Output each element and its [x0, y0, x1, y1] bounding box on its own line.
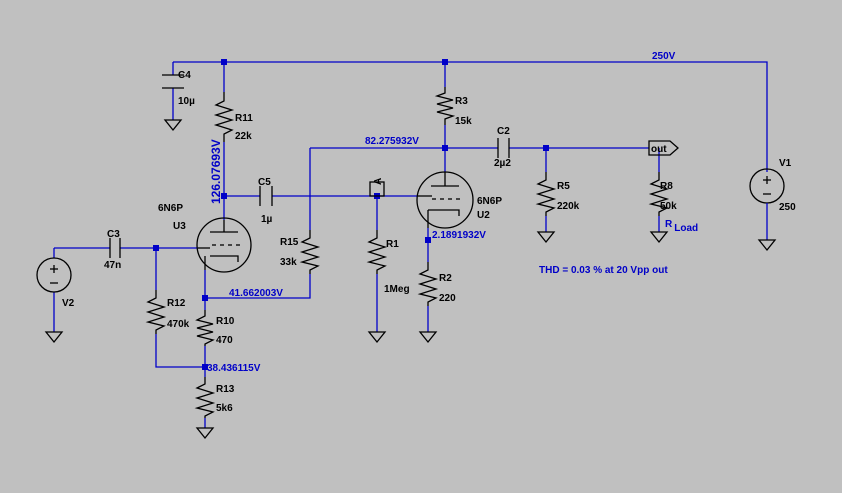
resistor-r1 [366, 230, 388, 274]
current-probe: A [369, 178, 385, 197]
feedback-node-voltage: 38.436115V [207, 363, 261, 374]
r8-value: 50k [660, 201, 677, 212]
capacitor-c5 [259, 186, 273, 206]
c3-value: 47n [104, 260, 121, 271]
r13-ref: R13 [216, 384, 235, 395]
ground-icon [163, 119, 183, 132]
triode-u2 [416, 171, 474, 229]
v1-ref: V1 [779, 158, 792, 169]
r3-value: 15k [455, 116, 472, 127]
u3-ref: U3 [173, 221, 186, 232]
r8-ref: R8 [660, 181, 673, 192]
resistor-r15 [299, 230, 321, 274]
r11-ref: R11 [235, 113, 253, 124]
c4-value: 10µ [178, 96, 195, 107]
r11-value: 22k [235, 131, 252, 142]
capacitor-c3 [109, 238, 121, 258]
r13-value: 5k6 [216, 403, 233, 414]
r2-ref: R2 [439, 273, 452, 284]
r1-ref: R1 [386, 239, 399, 250]
ground-icon [757, 239, 777, 252]
r5-ref: R5 [557, 181, 570, 192]
ground-icon [367, 331, 387, 344]
ground-symbols [44, 119, 777, 440]
supply-net-label: 250V [652, 51, 676, 62]
r12-ref: R12 [167, 298, 186, 309]
r10-ref: R10 [216, 316, 235, 327]
c2-ref: C2 [497, 126, 510, 137]
c5-value: 1µ [261, 214, 273, 225]
resistor-r2 [417, 262, 439, 306]
voltage-source-v1 [749, 168, 785, 240]
r15-ref: R15 [280, 237, 299, 248]
triode-u3 [196, 217, 252, 273]
plate-u2-voltage: 82.275932V [365, 136, 419, 147]
plate-u3-voltage: 126.07693V [209, 139, 223, 204]
r12-value: 470k [167, 319, 190, 330]
probe-label: A [373, 178, 384, 185]
component-labels: 250V C4 10µ R11 22k R3 15k C2 2µ2 C5 1µ … [62, 51, 796, 414]
output-port-label: out [651, 144, 667, 155]
capacitors [109, 74, 510, 258]
resistor-r12 [145, 290, 167, 334]
u2-ref: U2 [477, 210, 490, 221]
c3-ref: C3 [107, 229, 120, 240]
resistor-r10 [195, 310, 215, 346]
voltage-source-v2 [36, 257, 72, 293]
thd-annotation: THD = 0.03 % at 20 Vpp out [539, 265, 668, 276]
rload-sub: Load [674, 223, 698, 234]
r1-value: 1Meg [384, 284, 410, 295]
r15-value: 33k [280, 257, 297, 268]
resistor-r8 [648, 172, 670, 216]
r2-value: 220 [439, 293, 456, 304]
resistor-r5 [535, 172, 557, 216]
wires [53, 61, 768, 428]
cathode-u3-voltage: 41.662003V [229, 288, 283, 299]
ground-icon [418, 331, 438, 344]
cathode-u2-voltage: 2.1891932V [432, 230, 486, 241]
ground-icon [44, 331, 64, 344]
v2-ref: V2 [62, 298, 75, 309]
rload-main: R [665, 219, 673, 230]
c5-ref: C5 [258, 177, 271, 188]
ground-icon [536, 231, 556, 244]
resistor-r11 [213, 92, 235, 142]
c2-value: 2µ2 [494, 158, 511, 169]
capacitor-c4 [162, 74, 184, 89]
r10-value: 470 [216, 335, 233, 346]
resistor-r3 [434, 87, 456, 125]
ground-icon [195, 427, 215, 440]
u3-model: 6N6P [158, 203, 183, 214]
resistor-r13 [194, 377, 216, 418]
v1-value: 250 [779, 202, 796, 213]
resistors [145, 87, 670, 418]
r5-value: 220k [557, 201, 580, 212]
c4-ref: C4 [178, 70, 191, 81]
output-port: out [648, 140, 679, 156]
ground-icon [649, 231, 669, 244]
capacitor-c2 [497, 138, 510, 158]
r3-ref: R3 [455, 96, 468, 107]
voltage-labels: 82.275932V 126.07693V 2.1891932V 41.6620… [207, 136, 486, 374]
u2-model: 6N6P [477, 196, 502, 207]
